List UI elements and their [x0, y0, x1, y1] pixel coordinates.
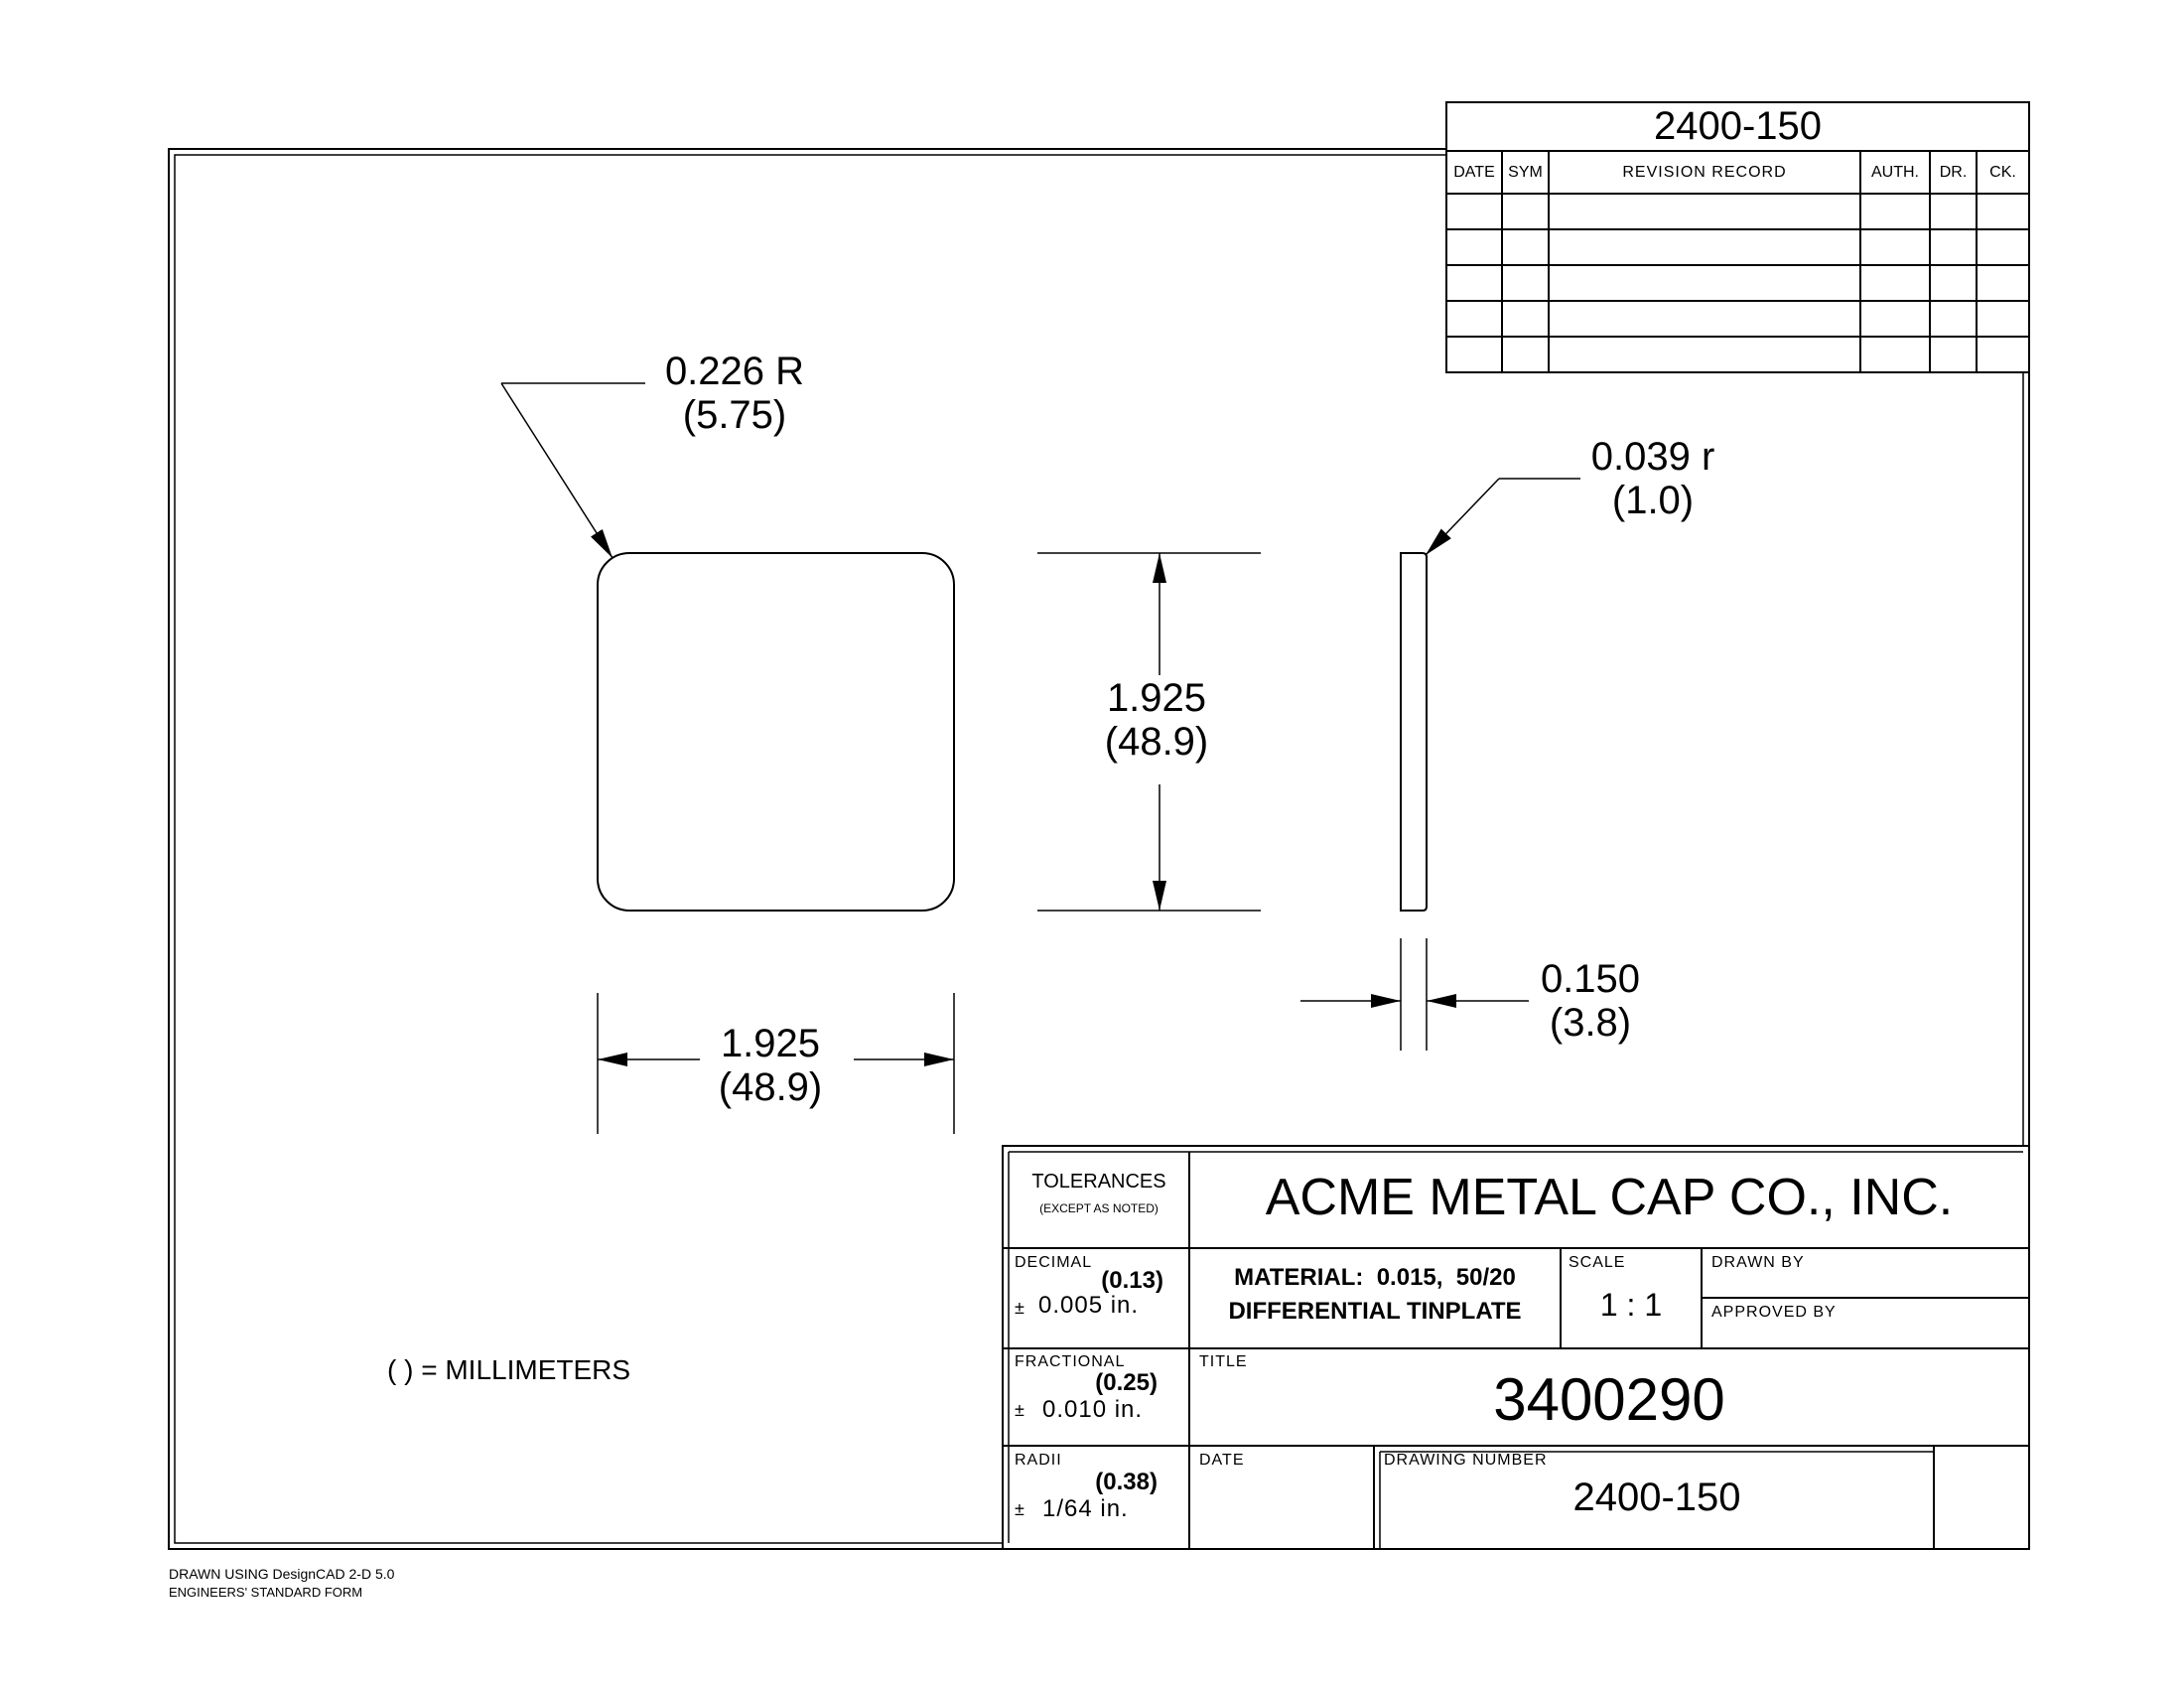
rev-header-auth: AUTH.	[1871, 164, 1919, 181]
fractional-pm: ±	[1015, 1400, 1024, 1420]
part-front-view	[597, 552, 955, 912]
thickness-inch: 0.150	[1540, 957, 1641, 1001]
rev-header-date: DATE	[1453, 164, 1495, 181]
units-note: ( ) = MILLIMETERS	[387, 1354, 631, 1385]
approved-by-label: APPROVED BY	[1711, 1304, 1837, 1321]
rev-header-dr: DR.	[1939, 164, 1968, 181]
fractional-label: FRACTIONAL	[1015, 1353, 1126, 1370]
title-value: 3400290	[1493, 1366, 1725, 1433]
height-mm: (48.9)	[1104, 720, 1209, 764]
height-dimension	[1037, 552, 1261, 912]
drawing-number-value: 2400-150	[1572, 1476, 1741, 1519]
revision-block-lines	[1445, 101, 2030, 373]
scale-label: SCALE	[1569, 1254, 1626, 1271]
title-label: TITLE	[1199, 1353, 1248, 1370]
height-inch: 1.925	[1106, 676, 1207, 720]
title-block-lines	[1002, 1145, 2030, 1550]
radii-pm: ±	[1015, 1499, 1024, 1519]
radii-mm: (0.38)	[1095, 1469, 1158, 1495]
width-inch: 1.925	[720, 1022, 821, 1065]
decimal-mm: (0.13)	[1101, 1267, 1163, 1294]
edge-radius-mm: (1.0)	[1611, 479, 1695, 522]
fractional-value: 0.010 in.	[1042, 1396, 1144, 1423]
material-line2: DIFFERENTIAL TINPLATE	[1228, 1298, 1522, 1325]
rev-header-record: REVISION RECORD	[1622, 164, 1787, 181]
rev-header-ck: CK.	[1989, 164, 2016, 181]
edge-radius-inch: 0.039 r	[1590, 435, 1715, 479]
radii-value: 1/64 in.	[1042, 1495, 1129, 1522]
rev-header-sym: SYM	[1508, 164, 1543, 181]
material-line1: MATERIAL: 0.015, 50/20	[1234, 1264, 1516, 1291]
edge-radius-leader	[1425, 478, 1580, 556]
revision-number: 2400-150	[1653, 104, 1823, 148]
radii-label: RADII	[1015, 1452, 1062, 1469]
width-mm: (48.9)	[718, 1065, 823, 1109]
width-dimension	[597, 993, 955, 1134]
thickness-dimension	[1300, 938, 1529, 1051]
company-name: ACME METAL CAP CO., INC.	[1265, 1169, 1954, 1226]
scale-value: 1 : 1	[1599, 1287, 1663, 1323]
tolerances-label: TOLERANCES	[1031, 1171, 1166, 1193]
decimal-value: 0.005 in.	[1038, 1292, 1140, 1319]
tolerances-sub: (EXCEPT AS NOTED)	[1039, 1201, 1159, 1215]
drawing-number-label: DRAWING NUMBER	[1384, 1452, 1548, 1469]
drawn-by-label: DRAWN BY	[1711, 1254, 1805, 1271]
date-label: DATE	[1199, 1452, 1245, 1469]
decimal-label: DECIMAL	[1015, 1254, 1093, 1271]
footer-line2: ENGINEERS' STANDARD FORM	[169, 1585, 363, 1600]
corner-radius-leader	[500, 382, 645, 559]
thickness-mm: (3.8)	[1549, 1001, 1632, 1045]
corner-radius-mm: (5.75)	[682, 393, 787, 437]
footer-line1: DRAWN USING DesignCAD 2-D 5.0	[169, 1566, 395, 1582]
decimal-pm: ±	[1015, 1298, 1024, 1318]
fractional-mm: (0.25)	[1095, 1369, 1158, 1396]
corner-radius-inch: 0.226 R	[664, 350, 805, 393]
part-side-view	[1400, 552, 1428, 912]
